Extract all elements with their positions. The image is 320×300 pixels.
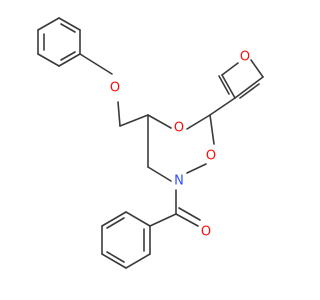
carbonyl-oxygen-label: O — [201, 225, 211, 240]
bond — [125, 211, 151, 227]
bond — [37, 53, 60, 67]
bond — [239, 83, 260, 99]
bond — [149, 213, 177, 227]
bond — [37, 17, 60, 31]
bond — [58, 17, 81, 31]
bond — [101, 253, 127, 269]
bond — [250, 59, 264, 78]
molecule-structure: O O O N O O — [37, 17, 264, 269]
bond — [119, 114, 149, 127]
bond — [186, 163, 207, 174]
bond-lines — [37, 17, 264, 269]
bond — [101, 211, 127, 227]
bond — [79, 53, 113, 75]
bond — [147, 114, 172, 129]
ether-oxygen-label: O — [110, 81, 120, 96]
bond — [106, 217, 125, 229]
atom-labels: O O O N O O — [110, 50, 250, 240]
bond — [117, 101, 121, 127]
bond — [147, 166, 172, 182]
bond — [58, 53, 81, 67]
bond — [234, 76, 264, 99]
bond — [60, 51, 76, 61]
bond — [125, 253, 151, 269]
bond — [106, 251, 125, 263]
bond — [221, 74, 236, 99]
bond — [209, 114, 215, 145]
bond — [60, 23, 76, 33]
bond — [221, 62, 239, 76]
bond — [218, 75, 230, 95]
bond — [186, 114, 211, 130]
ring-oxygen-bottom-label: O — [206, 149, 216, 164]
bond — [178, 207, 201, 221]
bond — [209, 97, 236, 116]
furan-oxygen-label: O — [240, 50, 250, 65]
ring-nitrogen-label: N — [174, 174, 184, 189]
ring-oxygen-top-label: O — [174, 121, 184, 136]
bond — [175, 213, 199, 227]
